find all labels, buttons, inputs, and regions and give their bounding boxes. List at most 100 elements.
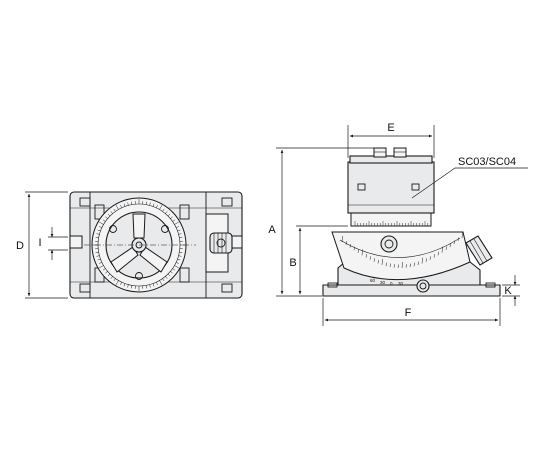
tick-mark (453, 240, 455, 245)
top-view: D I (16, 191, 243, 299)
dim-label-a: A (268, 224, 276, 236)
tick-mark (401, 261, 403, 269)
lock-bolt (416, 279, 430, 293)
tick-mark (441, 246, 443, 253)
tick-mark (178, 233, 182, 235)
tick-mark (397, 264, 399, 269)
tick-mark (365, 254, 367, 258)
tick-mark (179, 237, 183, 239)
tick-mark (445, 246, 447, 250)
tick-mark (99, 221, 104, 225)
tick-mark (159, 205, 163, 210)
tick-mark (152, 203, 155, 207)
dim-label-f: F (405, 307, 412, 319)
side-view: 80 30 0 30 60 60 30 0 30 (268, 122, 528, 326)
tick-mark (421, 257, 423, 264)
tick-mark (405, 264, 407, 268)
tick-mark (95, 251, 99, 253)
tick-mark (165, 211, 168, 214)
tick-mark (102, 268, 106, 271)
pivot-bolt (380, 235, 398, 253)
tick-mark (176, 262, 179, 264)
tick-mark (433, 254, 435, 258)
tick-mark (409, 263, 411, 268)
tick-mark (167, 213, 171, 217)
rotary-scale-strip (350, 212, 432, 227)
tick-mark (176, 226, 179, 228)
tick-mark (162, 278, 165, 282)
tick-mark (174, 265, 179, 269)
tick-mark (177, 229, 181, 232)
tick-mark (179, 251, 183, 253)
tick-mark (152, 283, 155, 287)
tick-mark (99, 265, 104, 269)
chuck-top-ring (349, 155, 433, 164)
tick-mark (107, 273, 111, 277)
tick-mark (172, 219, 176, 222)
tick-mark (96, 233, 100, 235)
tick-mark (120, 205, 122, 208)
degree-ring (93, 199, 185, 291)
adjust-knob (209, 232, 233, 254)
tilting-sector (331, 231, 471, 281)
tick-mark (145, 285, 147, 289)
callout-leader (411, 167, 456, 199)
tick-mark (393, 264, 395, 268)
tick-mark (413, 262, 415, 267)
tick-mark (113, 208, 116, 212)
tick-mark (165, 276, 168, 279)
tick-mark (113, 278, 116, 282)
tick-mark (389, 263, 391, 268)
tick-mark (159, 280, 163, 285)
jaw-2 (393, 147, 407, 158)
tick-mark (449, 243, 451, 248)
tick-mark (127, 202, 129, 206)
side-knob (465, 235, 493, 266)
tick-mark (105, 271, 108, 274)
tick-mark (99, 262, 102, 264)
scale-bottom-2: 0 (390, 281, 393, 286)
tick-mark (99, 226, 102, 228)
tick-mark (156, 205, 158, 208)
tick-mark (353, 246, 355, 251)
dim-label-k: K (504, 285, 512, 297)
tick-mark (437, 251, 439, 256)
tick-mark (97, 258, 101, 261)
tick-mark (429, 256, 431, 260)
tick-mark (115, 205, 119, 210)
tick-mark (156, 282, 158, 285)
tick-mark (170, 216, 173, 219)
tick-mark (115, 280, 119, 285)
tick-mark (105, 216, 108, 219)
tick-mark (167, 273, 171, 277)
t-slot-left (69, 235, 83, 249)
tick-mark (357, 249, 359, 253)
tick-mark (361, 249, 363, 256)
tick-mark (96, 255, 100, 257)
dim-label-i: I (38, 237, 41, 249)
tick-mark (425, 258, 427, 262)
tick-mark (369, 256, 371, 260)
tick-mark (417, 261, 419, 266)
tick-mark (107, 213, 111, 217)
tick-mark (127, 284, 129, 288)
tick-mark (345, 241, 347, 245)
tick-mark (172, 268, 176, 271)
tick-mark (120, 282, 122, 285)
chuck-body-side (347, 161, 435, 214)
tick-mark (145, 201, 147, 205)
tilt-scale (341, 231, 463, 269)
tick-mark (149, 284, 151, 288)
dim-label-e: E (387, 122, 394, 134)
tick-mark (341, 235, 343, 243)
tick-mark (178, 255, 182, 257)
dim-label-b: B (289, 257, 296, 269)
tick-mark (385, 262, 387, 267)
tick-mark (149, 202, 151, 206)
tick-mark (373, 258, 375, 262)
tick-mark (457, 237, 459, 242)
tick-mark (174, 221, 179, 225)
jaw-1 (373, 147, 387, 158)
chuck-jaws (110, 213, 168, 273)
tick-mark (377, 259, 379, 264)
